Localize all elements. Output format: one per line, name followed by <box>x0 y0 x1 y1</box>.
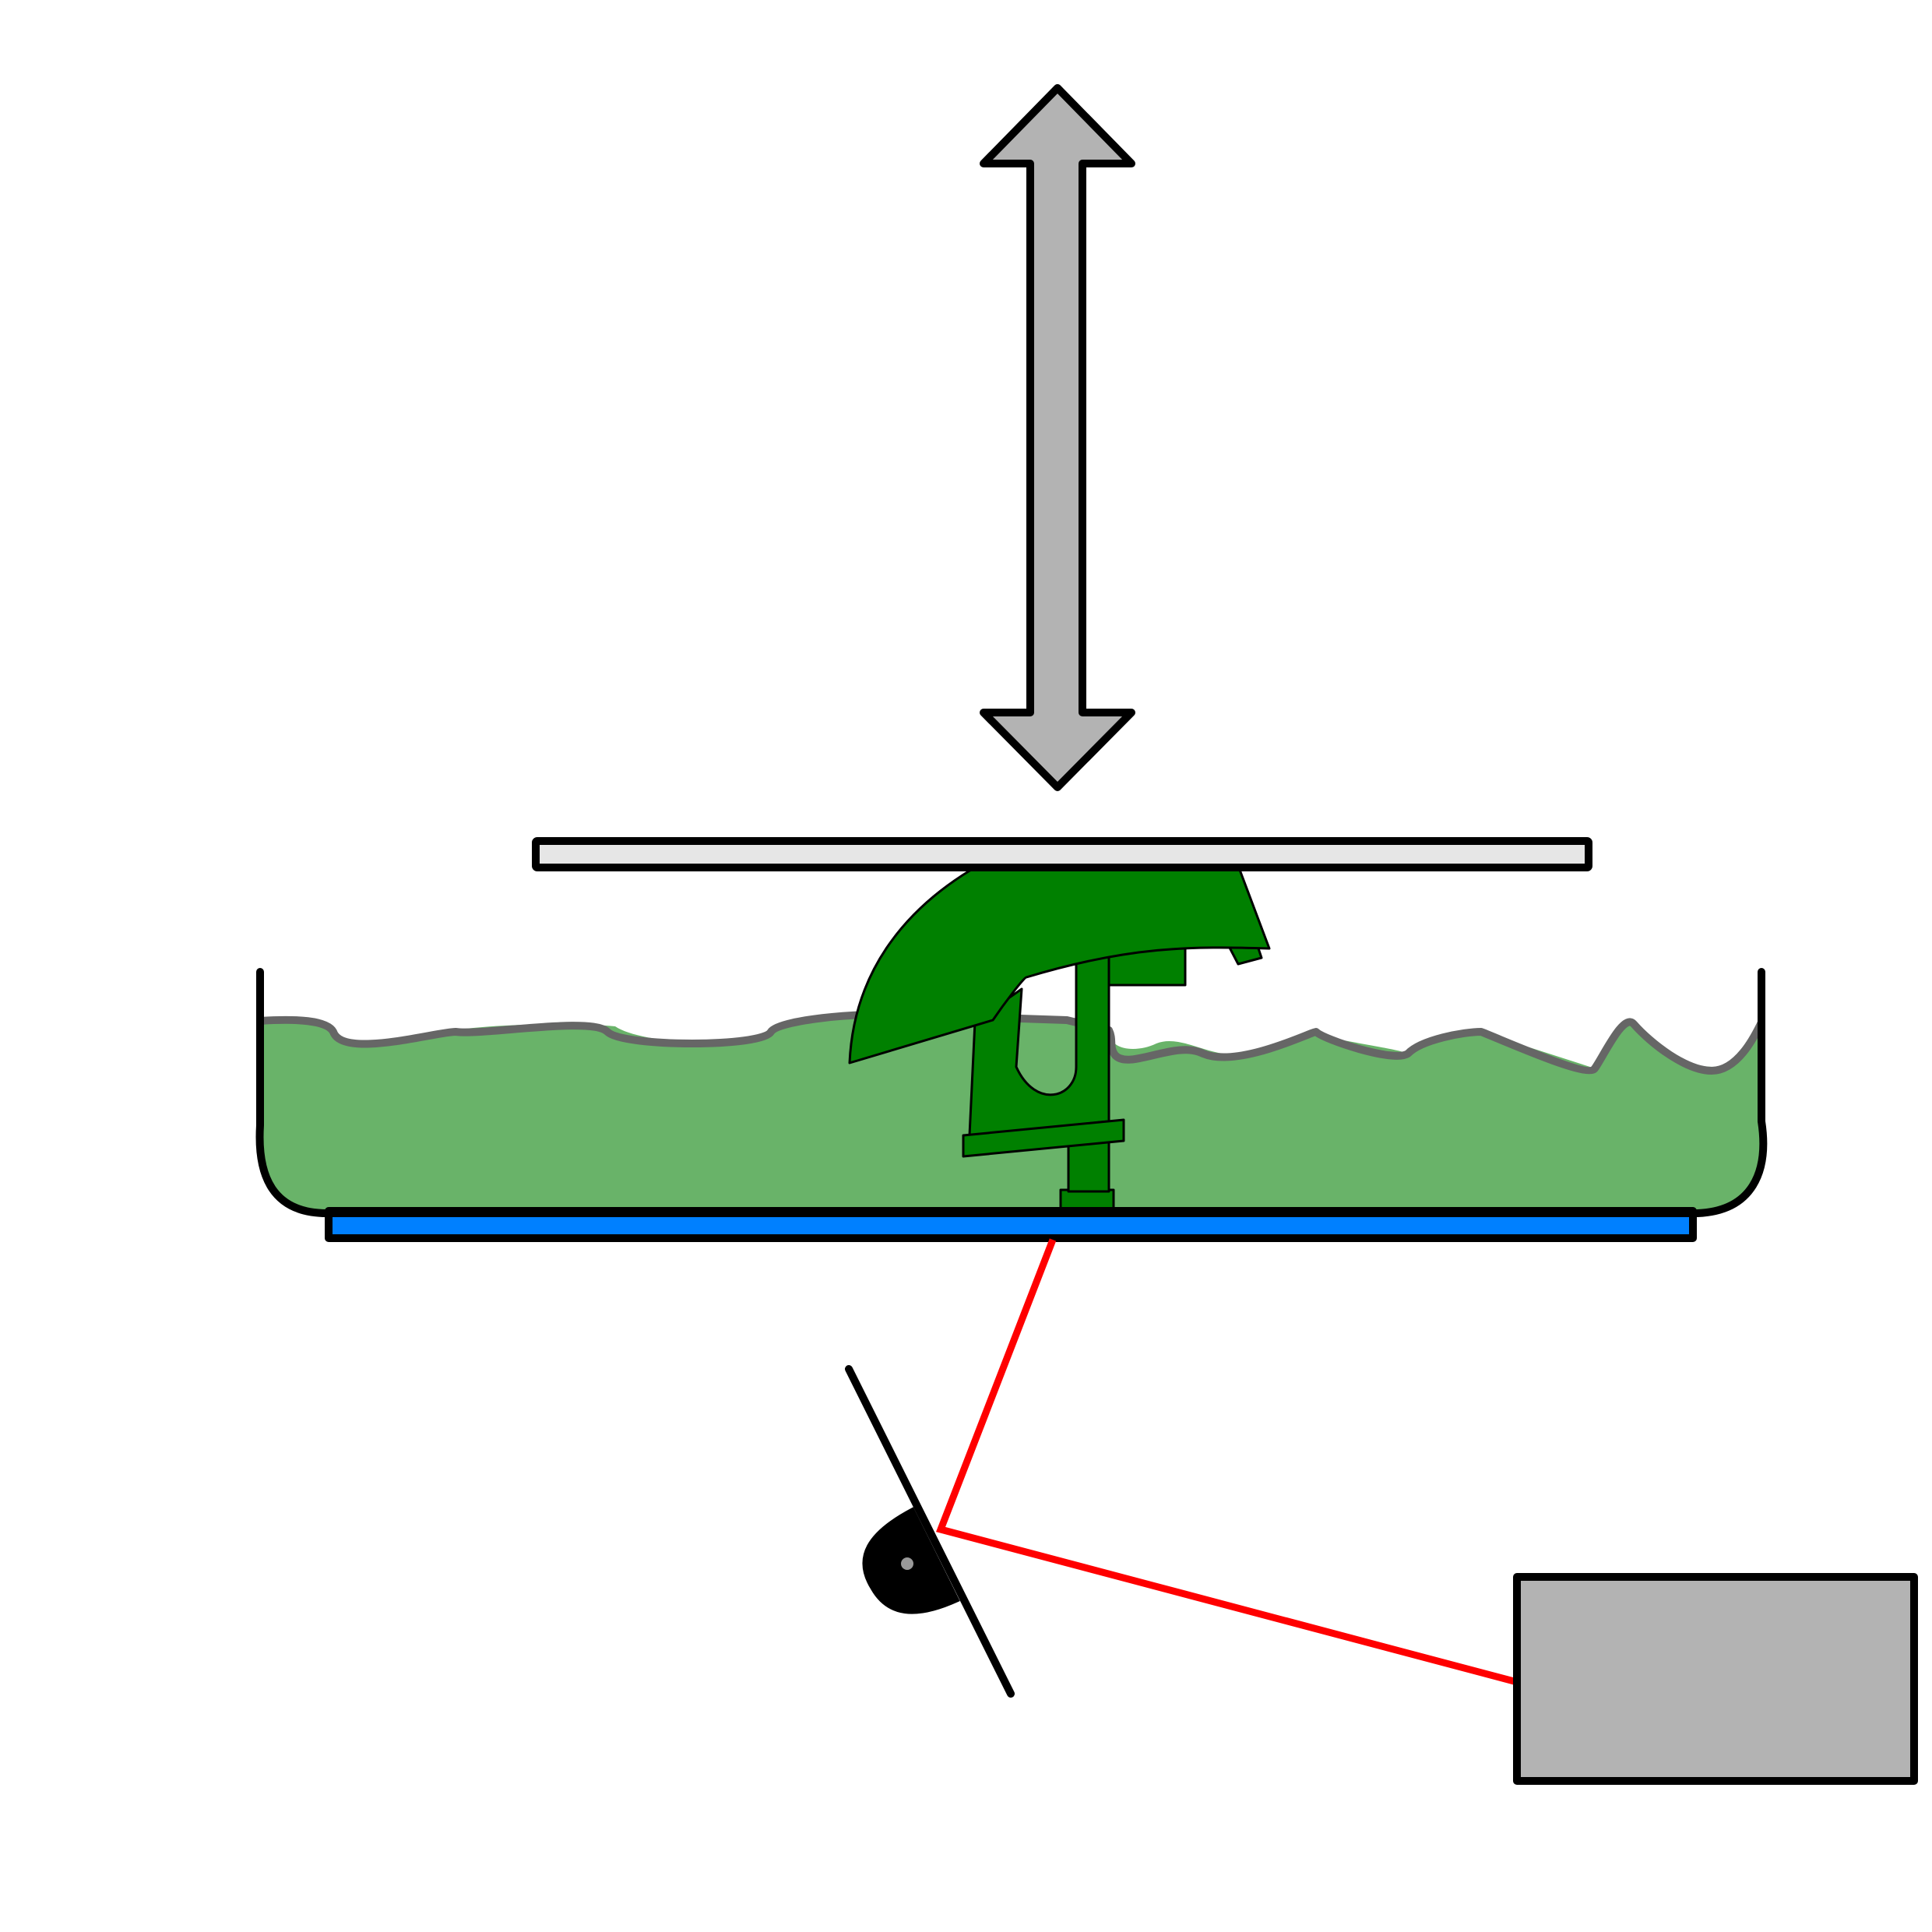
laser-beam <box>935 1238 1519 1686</box>
galvanometer-mirror <box>845 1365 1015 1698</box>
mirror-blade <box>845 1365 1015 1698</box>
resin-surface-line <box>256 1010 1765 1075</box>
resin-vat <box>255 968 1768 1217</box>
part-canopy <box>848 868 1271 1065</box>
laser-source <box>1513 1573 1918 1785</box>
build-platform <box>532 837 1592 871</box>
mirror-pivot-icon <box>901 1557 913 1570</box>
printed-object <box>848 868 1271 1215</box>
part-base-slab <box>962 1118 1125 1158</box>
part-lower-stem <box>1067 1139 1110 1193</box>
z-axis-arrow-icon <box>980 84 1135 791</box>
